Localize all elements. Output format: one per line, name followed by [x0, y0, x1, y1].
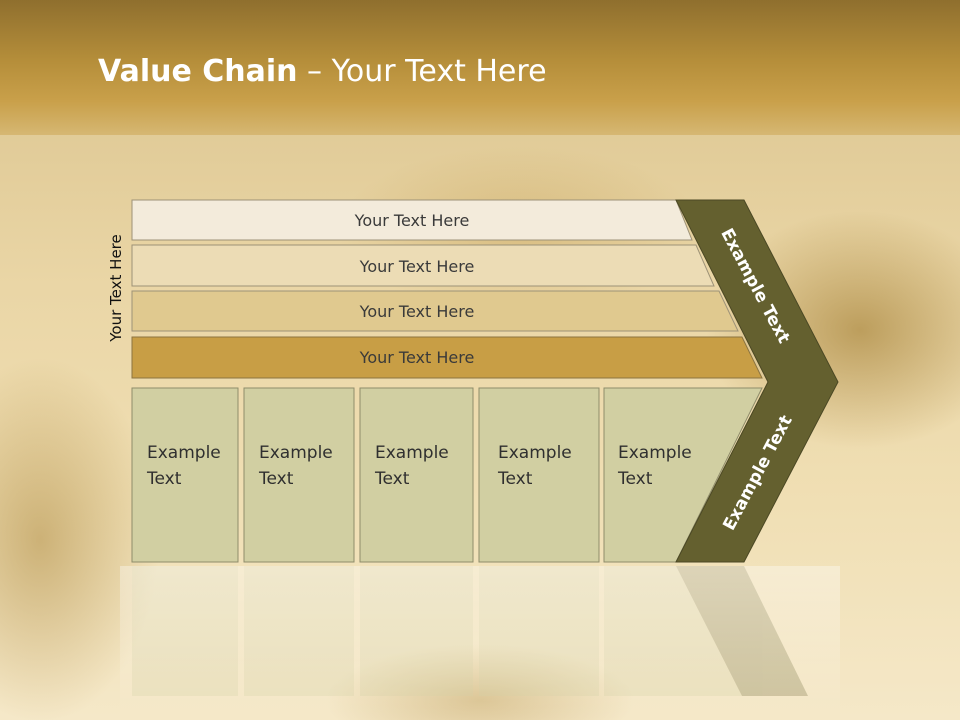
bar-1-shape: [131, 199, 693, 241]
bar-3-label: Your Text Here: [359, 302, 475, 321]
bar-3: Your Text Here: [132, 291, 702, 332]
box-5-line2: Text: [618, 469, 653, 489]
box-1-line1: Example: [147, 443, 221, 463]
bar-3-shape: [131, 290, 739, 332]
bar-2-label: Your Text Here: [359, 256, 475, 276]
bar-4-shape: [131, 336, 763, 379]
bar-2-shape: [131, 244, 715, 287]
box-4-line1: Example: [498, 443, 572, 463]
title-bold: Value Chain: [98, 54, 298, 89]
box-2-line2: Text: [259, 469, 294, 489]
title-rest: – Your Text Here: [297, 54, 547, 89]
box-3-shape: [359, 387, 474, 563]
chevron-shape: [675, 199, 839, 563]
box-2-shape: [243, 387, 355, 563]
bar-1: Your Text Here: [132, 200, 692, 240]
box-1-line2: Text: [147, 469, 182, 489]
bar-4-label: Your Text Here: [359, 348, 475, 367]
box-4-line2: Text: [498, 469, 533, 489]
slide-title: Value Chain – Your Text Here: [98, 54, 547, 89]
box-3-line2: Text: [375, 469, 410, 489]
box-5-line1: Example: [618, 443, 692, 463]
bar-2: Your Text Here: [132, 245, 702, 287]
box-1-shape: [131, 387, 239, 563]
title-band: [0, 0, 960, 135]
box-2-line1: Example: [259, 443, 333, 463]
box-3-line1: Example: [375, 443, 449, 463]
bar-1-label: Your Text Here: [354, 210, 470, 230]
bar-4: Your Text Here: [132, 337, 702, 378]
box-4-shape: [478, 387, 600, 563]
